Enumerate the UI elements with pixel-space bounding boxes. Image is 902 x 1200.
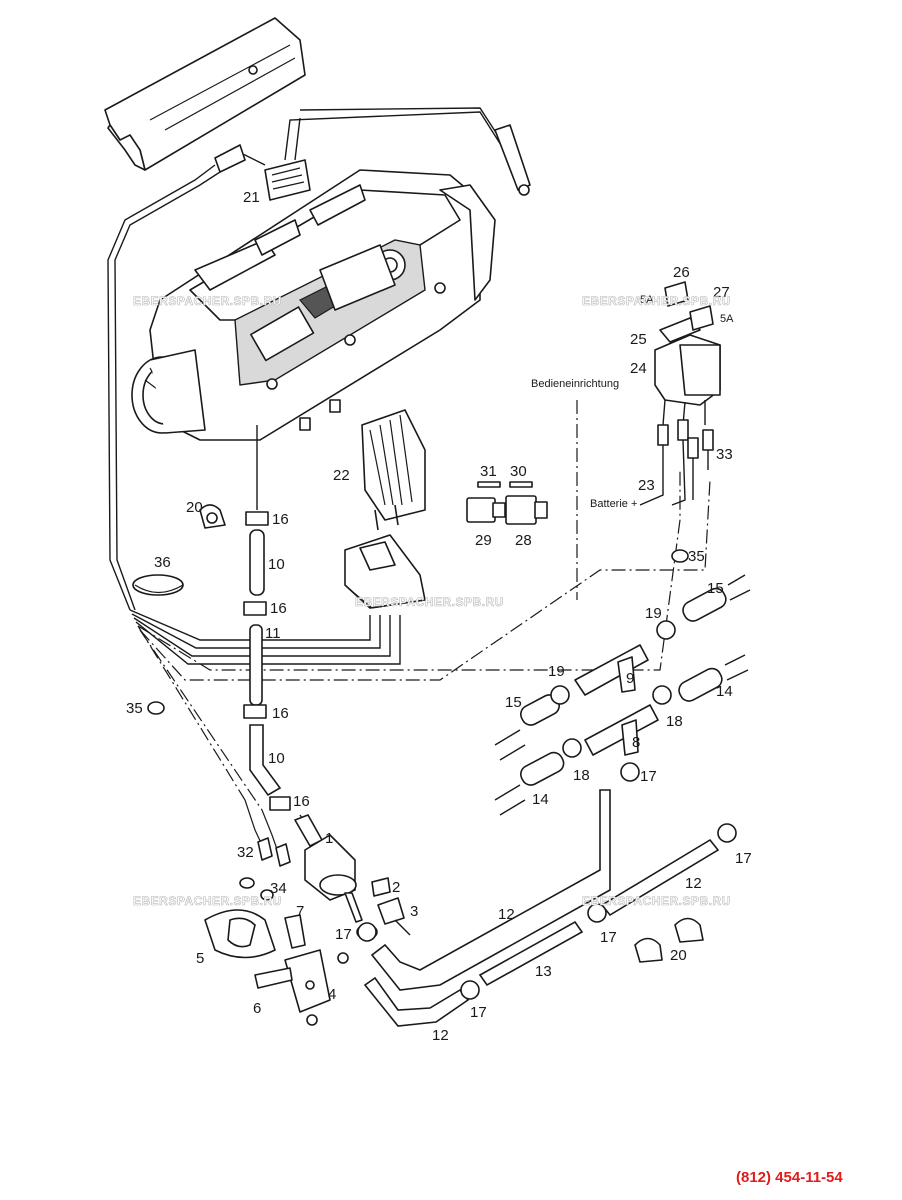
connector-21 <box>107 107 531 611</box>
callout-35-b: 35 <box>126 700 143 717</box>
label-fuse-26: 5A <box>640 294 654 306</box>
callout-29: 29 <box>475 532 492 549</box>
watermark-3: EBERSPACHER.SPB.RU <box>355 595 504 609</box>
clamps-16 <box>243 511 291 811</box>
callout-8: 8 <box>632 734 640 751</box>
heater-body <box>131 169 496 441</box>
label-bedieneinrichtung: Bedieneinrichtung <box>531 378 619 390</box>
callout-6: 6 <box>253 1000 261 1017</box>
callout-10-a: 10 <box>268 556 285 573</box>
callout-19-b: 19 <box>548 663 565 680</box>
callout-36: 36 <box>154 554 171 571</box>
callout-14-a: 14 <box>716 683 733 700</box>
watermark-2: EBERSPACHER.SPB.RU <box>582 294 731 308</box>
callout-15-b: 15 <box>505 694 522 711</box>
callout-34: 34 <box>270 880 287 897</box>
callout-3: 3 <box>410 903 418 920</box>
label-batterie: Batterie + <box>590 498 637 510</box>
callout-7: 7 <box>296 903 304 920</box>
t-pieces <box>574 644 659 756</box>
callout-22: 22 <box>333 467 350 484</box>
callout-16-b: 16 <box>270 600 287 617</box>
callout-17-c: 17 <box>335 926 352 943</box>
fuel-pump-1 <box>204 799 411 1026</box>
callout-16-a: 16 <box>272 511 289 528</box>
callout-30: 30 <box>510 463 527 480</box>
callout-19-a: 19 <box>645 605 662 622</box>
callout-13: 13 <box>535 963 552 980</box>
callout-4: 4 <box>328 986 336 1003</box>
heater-cover <box>104 17 306 171</box>
callout-17-d: 17 <box>600 929 617 946</box>
callout-31: 31 <box>480 463 497 480</box>
callout-18-b: 18 <box>573 767 590 784</box>
watermark-5: EBERSPACHER.SPB.RU <box>582 894 731 908</box>
callout-17-e: 17 <box>470 1004 487 1021</box>
callout-10-b: 10 <box>268 750 285 767</box>
callout-32: 32 <box>237 844 254 861</box>
phone-number: (812) 454-11-54 <box>736 1169 843 1186</box>
callout-9: 9 <box>626 670 634 687</box>
connectors-28-31 <box>466 481 548 525</box>
callout-17-a: 17 <box>640 768 657 785</box>
callout-24: 24 <box>630 360 647 377</box>
watermark-1: EBERSPACHER.SPB.RU <box>133 294 282 308</box>
small-parts <box>132 504 689 715</box>
callout-26: 26 <box>673 264 690 281</box>
wiring-harness <box>129 400 711 811</box>
callout-2: 2 <box>392 879 400 896</box>
relay-22 <box>344 409 426 609</box>
callout-numbers: 21 26 27 25 24 33 23 31 30 29 28 22 20 1… <box>126 189 752 1044</box>
callout-1: 1 <box>325 830 333 847</box>
callout-12-b: 12 <box>498 906 515 923</box>
callout-12-a: 12 <box>685 875 702 892</box>
fuse-holder <box>639 281 721 506</box>
fuel-hose-right <box>363 574 751 1027</box>
callout-33: 33 <box>716 446 733 463</box>
callout-12-c: 12 <box>432 1027 449 1044</box>
clamps-17-20 <box>357 620 737 1000</box>
callout-20-a: 20 <box>186 499 203 516</box>
callout-20-b: 20 <box>670 947 687 964</box>
callout-5: 5 <box>196 950 204 967</box>
callout-28: 28 <box>515 532 532 549</box>
callout-35-a: 35 <box>688 548 705 565</box>
callout-16-d: 16 <box>293 793 310 810</box>
text-labels: Bedieneinrichtung Batterie + 5A 5A <box>531 294 734 510</box>
callout-17-b: 17 <box>735 850 752 867</box>
callout-11: 11 <box>265 625 281 642</box>
label-fuse-27: 5A <box>720 313 734 325</box>
callout-21: 21 <box>243 189 260 206</box>
callout-27: 27 <box>713 284 730 301</box>
callout-18-a: 18 <box>666 713 683 730</box>
callout-14-b: 14 <box>532 791 549 808</box>
watermarks: EBERSPACHER.SPB.RU EBERSPACHER.SPB.RU EB… <box>133 294 731 909</box>
fuel-hose-left <box>249 425 282 797</box>
callout-16-c: 16 <box>272 705 289 722</box>
callout-15-a: 15 <box>707 580 724 597</box>
callout-23: 23 <box>638 477 655 494</box>
watermark-4: EBERSPACHER.SPB.RU <box>133 894 282 908</box>
callout-25: 25 <box>630 331 647 348</box>
